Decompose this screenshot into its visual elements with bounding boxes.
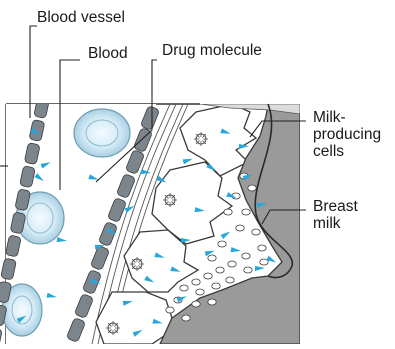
label-blood: Blood [88,45,128,62]
milk-fat-globule [182,315,190,321]
milk-fat-globule [208,255,216,261]
milk-fat-globule [166,307,174,313]
milk-fat-globule [180,285,188,291]
label-breast-milk: Breast milk [313,198,358,232]
vessel-wall-cell [0,327,2,344]
milk-fat-globule [192,301,200,307]
milk-fat-globule [216,267,224,273]
milk-fat-globule [226,277,234,283]
drug-molecule [231,247,242,254]
drug-molecule [255,266,265,271]
label-drug-molecule: Drug molecule [162,42,262,59]
milk-fat-globule [218,241,226,247]
label-milk-producing-cells: Milk- producing cells [313,109,381,160]
drug-molecule [183,157,194,164]
milk-fat-globule [252,229,260,235]
milk-fat-globule [248,185,256,191]
milk-fat-globule [236,225,244,231]
label-milk-producing-line2: producing [313,126,381,143]
label-breast-milk-line2: milk [313,215,358,232]
milk-fat-globule [242,253,250,259]
milk-fat-globule [228,261,236,267]
drug-molecule [221,230,232,239]
label-breast-milk-line1: Breast [313,198,358,215]
milk-fat-globule [258,245,266,251]
milk-fat-globule [204,273,212,279]
milk-fat-globule [208,299,216,305]
milk-fat-globule [242,209,250,215]
label-milk-producing-line1: Milk- [313,109,381,126]
milk-fat-globule [212,283,220,289]
label-blood-vessel: Blood vessel [37,9,125,26]
label-milk-producing-line3: cells [313,143,381,160]
milk-fat-globule [244,267,252,273]
milk-fat-globule [224,209,232,215]
milk-fat-globule [196,289,204,295]
milk-fat-globule [192,279,200,285]
